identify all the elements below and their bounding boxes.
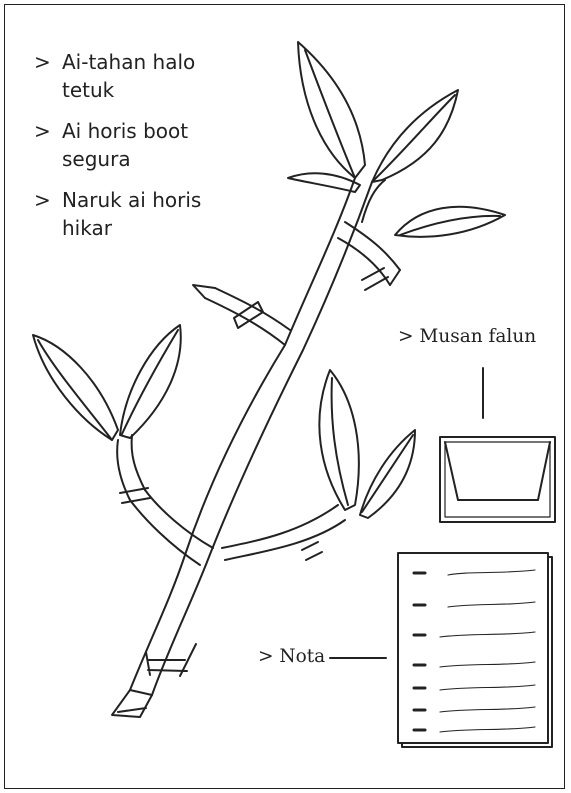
envelope-icon bbox=[440, 368, 555, 522]
notes-label: > Nota bbox=[258, 646, 325, 667]
notes-card-icon bbox=[330, 553, 552, 747]
envelope-label: > Musan falun bbox=[398, 326, 536, 347]
